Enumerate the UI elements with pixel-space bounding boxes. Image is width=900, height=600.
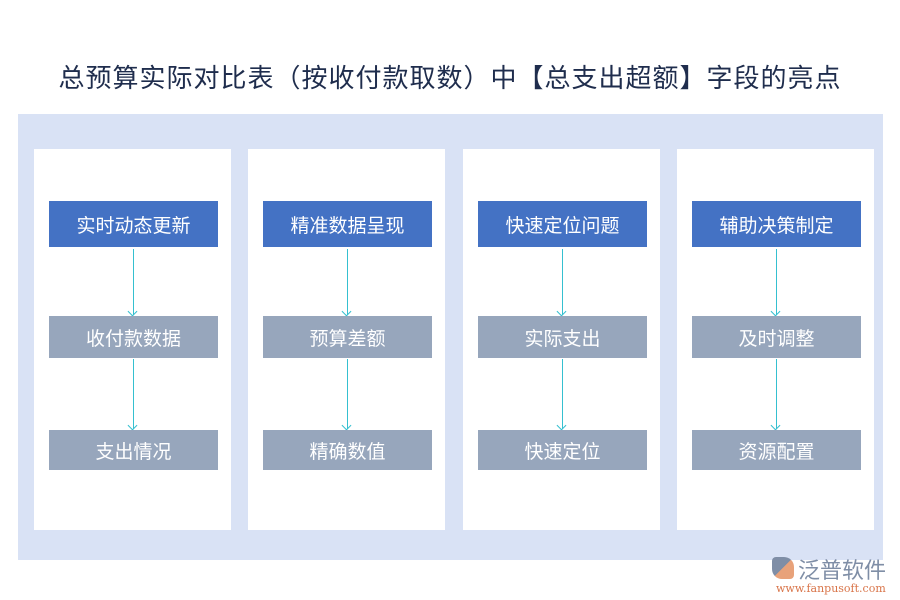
arrow-down-icon bbox=[133, 249, 134, 315]
column-item: 资源配置 bbox=[692, 430, 861, 470]
page-title: 总预算实际对比表（按收付款取数）中【总支出超额】字段的亮点 bbox=[58, 64, 842, 94]
column-item: 实际支出 bbox=[478, 316, 647, 358]
column-item: 精确数值 bbox=[263, 430, 432, 470]
column-header: 精准数据呈现 bbox=[263, 201, 432, 247]
arrow-down-icon bbox=[776, 249, 777, 315]
diagram-panel: 实时动态更新 收付款数据 支出情况 精准数据呈现 预算差额 精确数值 快速定位问… bbox=[18, 114, 883, 560]
arrow-down-icon bbox=[776, 359, 777, 429]
column-card: 快速定位问题 实际支出 快速定位 bbox=[463, 149, 660, 530]
column-card: 辅助决策制定 及时调整 资源配置 bbox=[677, 149, 874, 530]
column-item: 支出情况 bbox=[49, 430, 218, 470]
column-card: 精准数据呈现 预算差额 精确数值 bbox=[248, 149, 445, 530]
arrow-down-icon bbox=[562, 249, 563, 315]
column-item: 及时调整 bbox=[692, 316, 861, 358]
column-card: 实时动态更新 收付款数据 支出情况 bbox=[34, 149, 231, 530]
brand-logo: 泛普软件 www.fanpusoft.com bbox=[770, 553, 895, 598]
column-item: 快速定位 bbox=[478, 430, 647, 470]
column-header: 快速定位问题 bbox=[478, 201, 647, 247]
column-header: 辅助决策制定 bbox=[692, 201, 861, 247]
arrow-down-icon bbox=[347, 359, 348, 429]
logo-url: www.fanpusoft.com bbox=[776, 582, 886, 595]
column-item: 预算差额 bbox=[263, 316, 432, 358]
arrow-down-icon bbox=[133, 359, 134, 429]
logo-name: 泛普软件 bbox=[798, 559, 887, 584]
column-header: 实时动态更新 bbox=[49, 201, 218, 247]
arrow-down-icon bbox=[347, 249, 348, 315]
column-item: 收付款数据 bbox=[49, 316, 218, 358]
logo-icon bbox=[772, 557, 794, 579]
arrow-down-icon bbox=[562, 359, 563, 429]
